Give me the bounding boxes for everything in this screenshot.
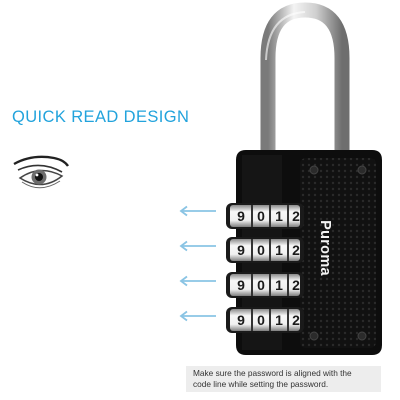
note-line-2: code line while setting the password.: [193, 379, 329, 389]
password-note: Make sure the password is aligned with t…: [186, 366, 381, 392]
dial-digit: 1: [275, 242, 283, 258]
arrow-left-icon: [179, 310, 216, 322]
dial-digit: 1: [275, 312, 283, 328]
note-line-1: Make sure the password is aligned with t…: [193, 368, 352, 378]
eye-icon: [13, 155, 69, 189]
dial-digit: 0: [257, 277, 265, 293]
dial-digit: 0: [257, 242, 265, 258]
arrow-left-icon: [179, 205, 216, 217]
dial-digit: 9: [237, 277, 245, 293]
dial-digit: 0: [257, 208, 265, 224]
arrow-left-icon: [179, 275, 216, 287]
dial-digit: 9: [237, 242, 245, 258]
brand-name: Puroma: [317, 220, 333, 276]
dial-digit: 1: [275, 208, 283, 224]
dial-digit: 2: [292, 312, 300, 328]
dial-digit: 9: [237, 208, 245, 224]
dial-digit: 1: [275, 277, 283, 293]
dial-digit: 0: [257, 312, 265, 328]
arrow-left-icon: [179, 240, 216, 252]
shackle: [260, 2, 350, 168]
dial-digit: 2: [292, 242, 300, 258]
dial-row-2: [226, 237, 304, 263]
dial-row-4: [226, 307, 304, 333]
dial-digit: 9: [237, 312, 245, 328]
dial-row-3: [226, 272, 304, 298]
dial-row-1: [226, 203, 304, 229]
dial-digit: 2: [292, 277, 300, 293]
headline: QUICK READ DESIGN: [12, 108, 190, 126]
dial-digit: 2: [292, 208, 300, 224]
